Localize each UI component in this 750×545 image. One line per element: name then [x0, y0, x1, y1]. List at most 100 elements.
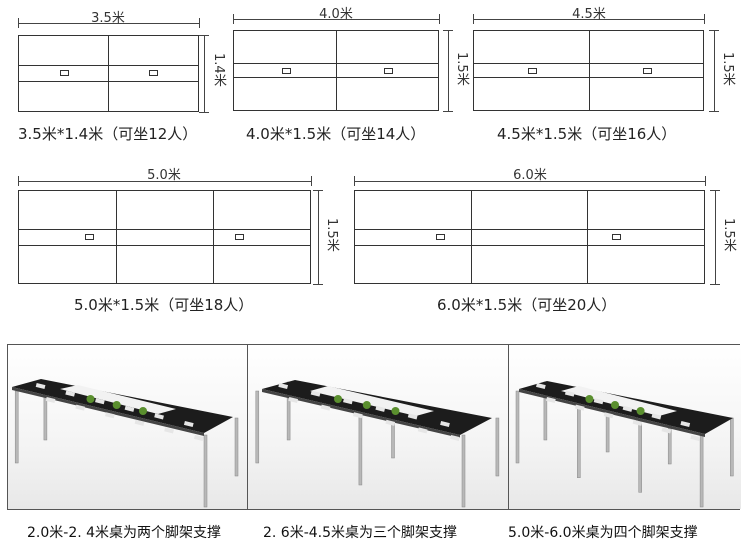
placemat: [385, 419, 396, 426]
divider-line: [213, 191, 214, 283]
placemat: [75, 404, 86, 411]
plant-icon: [86, 395, 95, 403]
photo-caption-three-legs: 2. 6米-4.5米桌为三个脚架支撑: [263, 525, 458, 541]
placemat: [574, 404, 585, 411]
table-leg: [461, 434, 466, 508]
photo-caption-four-legs: 5.0米-6.0米桌为四个脚架支撑: [508, 525, 698, 541]
dimension-tick: [473, 14, 474, 24]
divider-line: [116, 191, 117, 283]
length-label: 3.5米: [91, 11, 125, 26]
placemat: [632, 419, 643, 426]
placemat: [343, 398, 353, 405]
conference-table-image: [255, 380, 500, 508]
conference-table-image: [515, 381, 734, 508]
outlet-icon: [149, 70, 158, 76]
dimension-tick: [709, 30, 719, 31]
table-leg: [730, 417, 734, 477]
placemat: [546, 397, 556, 404]
placemat: [35, 383, 46, 390]
dimension-tick: [709, 111, 719, 112]
width-label: 1.5米: [454, 52, 469, 86]
placemat: [183, 421, 194, 428]
placemat: [450, 435, 460, 442]
photo-caption-two-legs: 2.0米-2. 4米桌为两个脚架支撑: [27, 525, 222, 541]
placemat: [680, 421, 691, 428]
plant-icon: [139, 407, 147, 415]
photo-two-leg-table: [8, 345, 247, 509]
divider-line: [355, 229, 704, 230]
placemat: [288, 397, 299, 404]
outlet-icon: [436, 234, 445, 240]
placemat: [310, 390, 321, 397]
placemat: [124, 405, 135, 412]
plant-icon: [362, 401, 371, 409]
placemat: [564, 390, 575, 397]
plant-icon: [112, 401, 121, 409]
placemat: [375, 405, 386, 412]
outlet-icon: [60, 70, 69, 76]
plant-icon: [334, 395, 342, 403]
dimension-tick: [704, 14, 705, 24]
width-label: 1.5米: [720, 52, 735, 86]
placemat: [278, 383, 289, 390]
table-outline: [354, 190, 705, 284]
table-leg: [699, 434, 704, 508]
photo-four-leg-table: [508, 345, 741, 509]
width-label: 1.5米: [721, 218, 736, 252]
divider-line: [108, 36, 109, 111]
dimension-tick: [199, 35, 209, 36]
table-leg: [577, 405, 581, 478]
dimension-tick: [354, 176, 355, 186]
placemat: [407, 413, 418, 420]
diagram-caption: 4.0米*1.5米（可坐14人）: [246, 125, 426, 143]
table-outline: [18, 35, 199, 112]
photo-three-leg-table: [247, 345, 508, 509]
length-label: 6.0米: [513, 168, 547, 183]
length-label: 4.0米: [319, 7, 353, 22]
diagram-caption: 3.5米*1.4米（可坐12人）: [18, 125, 198, 143]
table-leg: [515, 390, 520, 464]
outlet-icon: [528, 68, 537, 74]
dimension-tick: [199, 18, 200, 28]
divider-line: [587, 191, 588, 283]
dimension-tick: [18, 176, 19, 186]
dimension-tick: [710, 284, 720, 285]
outlet-icon: [384, 68, 393, 74]
dimension-tick: [443, 30, 453, 31]
dimension-tick: [313, 284, 323, 285]
divider-line: [589, 31, 590, 110]
length-dimension-line: [473, 19, 704, 20]
divider-line: [19, 229, 310, 230]
width-dimension-line: [318, 190, 319, 284]
length-label: 5.0米: [147, 168, 181, 183]
table-outline: [18, 190, 311, 284]
length-dimension-line: [233, 19, 439, 20]
outlet-icon: [612, 234, 621, 240]
plant-icon: [636, 407, 645, 415]
table-leg: [638, 420, 642, 493]
table-leg: [203, 434, 208, 508]
width-label: 1.4米: [211, 53, 226, 87]
placemat: [603, 412, 614, 419]
placemat: [651, 413, 662, 420]
outlet-icon: [282, 68, 291, 74]
length-dimension-line: [354, 181, 705, 182]
table-leg: [14, 390, 19, 464]
photo-strip: [7, 344, 741, 510]
divider-line: [336, 31, 337, 110]
dimension-tick: [313, 190, 323, 191]
plant-icon: [391, 407, 400, 415]
dimension-tick: [18, 18, 19, 28]
diagram-caption: 6.0米*1.5米（可坐20人）: [437, 296, 617, 314]
conference-table-image: [12, 379, 239, 508]
table-leg: [255, 390, 260, 464]
placemat: [65, 390, 76, 397]
width-dimension-line: [204, 35, 205, 112]
placemat: [320, 404, 331, 411]
placemat: [164, 427, 174, 434]
dimension-tick: [233, 14, 234, 24]
divider-line: [474, 77, 703, 78]
width-label: 1.5米: [324, 218, 339, 252]
placemat: [193, 435, 204, 442]
outlet-icon: [85, 234, 94, 240]
